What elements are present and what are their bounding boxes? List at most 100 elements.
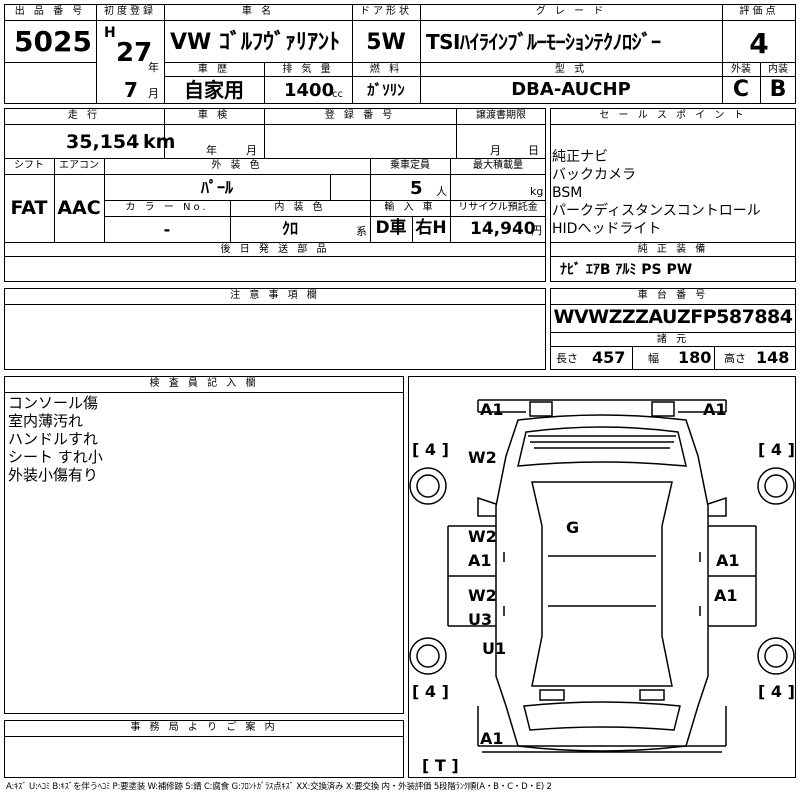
mark-front-right: A1 [703,400,727,419]
insp-month-unit: 月 [246,144,257,157]
chassis-header: 車 台 番 号 [637,290,709,301]
model-header: 型 式 [554,64,588,75]
import-header: 輸 入 車 [384,202,436,213]
inspector-note: 室内薄汚れ [8,412,84,430]
displacement: 1400 [284,80,335,101]
header-block [4,4,796,104]
height-label: 高さ [724,352,746,365]
sales-points-block [550,108,796,282]
car-outline [409,399,795,753]
mark-rear: A1 [480,729,504,748]
capacity-header: 乗車定員 [390,160,430,171]
insp-year-unit: 年 [206,144,217,157]
inspector-note: ハンドルすれ [8,430,99,448]
height: 148 [756,348,790,367]
notes-header: 注 意 事 項 欄 [230,290,320,301]
grade-header: グ レ ー ド [535,6,607,17]
ext-color: ﾊﾟｰﾙ [200,178,233,197]
sales-point: 純正ナビ [552,149,608,165]
genuine-equipment: ﾅﾋﾞ ｴｱB ｱﾙﾐ PS PW [560,262,693,278]
score-header: 評価点 [739,6,779,17]
history-header: 車 歴 [197,64,231,75]
reg-year: 27 [116,38,153,68]
plate-header: 登 録 番 号 [324,110,396,121]
history: 自家用 [184,78,244,102]
inspection-header: 車 検 [197,110,231,121]
inspector-note: 外装小傷有り [8,466,99,484]
length: 457 [592,348,626,367]
shift: FAT [10,197,48,219]
color-no-header: カ ラ ー No. [125,202,209,213]
chassis-number: WVWZZZAUZFP587884 [553,306,793,328]
tire-rl: [ 4 ] [412,682,449,701]
era-mark: H [104,25,116,41]
chassis-block [550,288,796,370]
mileage: 35,154 [66,131,140,153]
inspector-note: コンソール傷 [8,394,99,412]
width-label: 幅 [648,352,659,365]
steering: 右H [415,218,447,238]
grade: TSIﾊｲﾗｲﾝﾌﾞﾙｰﾓｰｼｮﾝﾃｸﾉﾛｼﾞｰ [426,30,661,54]
specs-header: 諸 元 [656,334,690,345]
displacement-header: 排 気 量 [282,64,334,75]
mark-door-rl-1: W2 [468,586,497,605]
month-unit: 月 [148,87,159,100]
genuine-header: 純 正 装 備 [637,244,709,255]
sales-point: パークディスタンスコントロール [552,203,761,219]
lot-number: 5025 [14,25,92,58]
interior-header: 内装 [768,64,788,75]
length-label: 長さ [556,352,578,365]
car-name-header: 車 名 [241,6,275,17]
int-color-header: 内 装 色 [274,202,326,213]
tire-rr: [ 4 ] [758,682,795,701]
mark-roof: G [566,518,580,537]
inspector-note: シート すれ小 [8,448,103,466]
capacity-unit: 人 [436,185,447,198]
car-name: VW ｺﾞﾙﾌｳﾞｧﾘｱﾝﾄ [170,30,340,55]
first-reg-header: 初度登録 [104,6,156,17]
tire-fl: [ 4 ] [412,440,449,459]
sales-point: HIDヘッドライト [552,221,662,237]
transfer-day-unit: 日 [528,144,539,157]
fuel: ｶﾞｿﾘﾝ [367,81,405,99]
later-parts-header: 後 日 発 送 部 品 [220,244,330,255]
door-type: 5W [366,30,406,55]
mark-rear-fender-l: U1 [482,639,507,658]
km-unit: km [143,131,176,153]
office-header: 事 務 局 よ り ご 案 内 [130,722,278,733]
door-header: ドア形状 [360,6,412,17]
inspector-header: 検 査 員 記 入 欄 [149,378,259,389]
int-color-unit: 系 [356,225,367,238]
mark-fender-fl: W2 [468,448,497,467]
mark-front-left: A1 [480,400,504,419]
ac-header: エアコン [59,160,99,171]
recycle-unit: 円 [531,224,542,237]
sales-point: バックカメラ [552,167,636,183]
notes-block [4,288,546,370]
lot-no-header: 出 品 番 号 [14,6,86,17]
interior-grade: B [769,77,787,102]
int-color: ｸﾛ [281,219,298,238]
exterior-grade: C [732,77,750,102]
score: 4 [749,27,769,60]
legend: A:ｷｽﾞ U:ﾍｺﾐ B:ｷｽﾞを伴うﾍｺﾐ P:要塗装 W:補修跡 S:錆 … [6,782,552,792]
sales-point: BSM [552,185,583,201]
transfer-month-unit: 月 [490,144,501,157]
mileage-header: 走 行 [67,110,101,121]
max-load-unit: kg [530,185,544,198]
car-diagram [408,376,796,778]
cc-unit: cc [332,89,343,100]
max-load-header: 最大積載量 [473,160,523,171]
year-unit: 年 [148,61,159,74]
import: D車 [375,218,407,238]
detail-block [4,108,546,282]
shift-header: シフト [14,160,44,171]
exterior-header: 外装 [731,64,751,75]
model: DBA-AUCHP [511,79,631,100]
ext-color-header: 外 装 色 [211,160,263,171]
ac: AAC [57,197,101,219]
color-no: - [163,220,171,239]
mark-door-fl-2: A1 [468,551,492,570]
reg-month: 7 [124,78,138,102]
tire-fr: [ 4 ] [758,440,795,459]
